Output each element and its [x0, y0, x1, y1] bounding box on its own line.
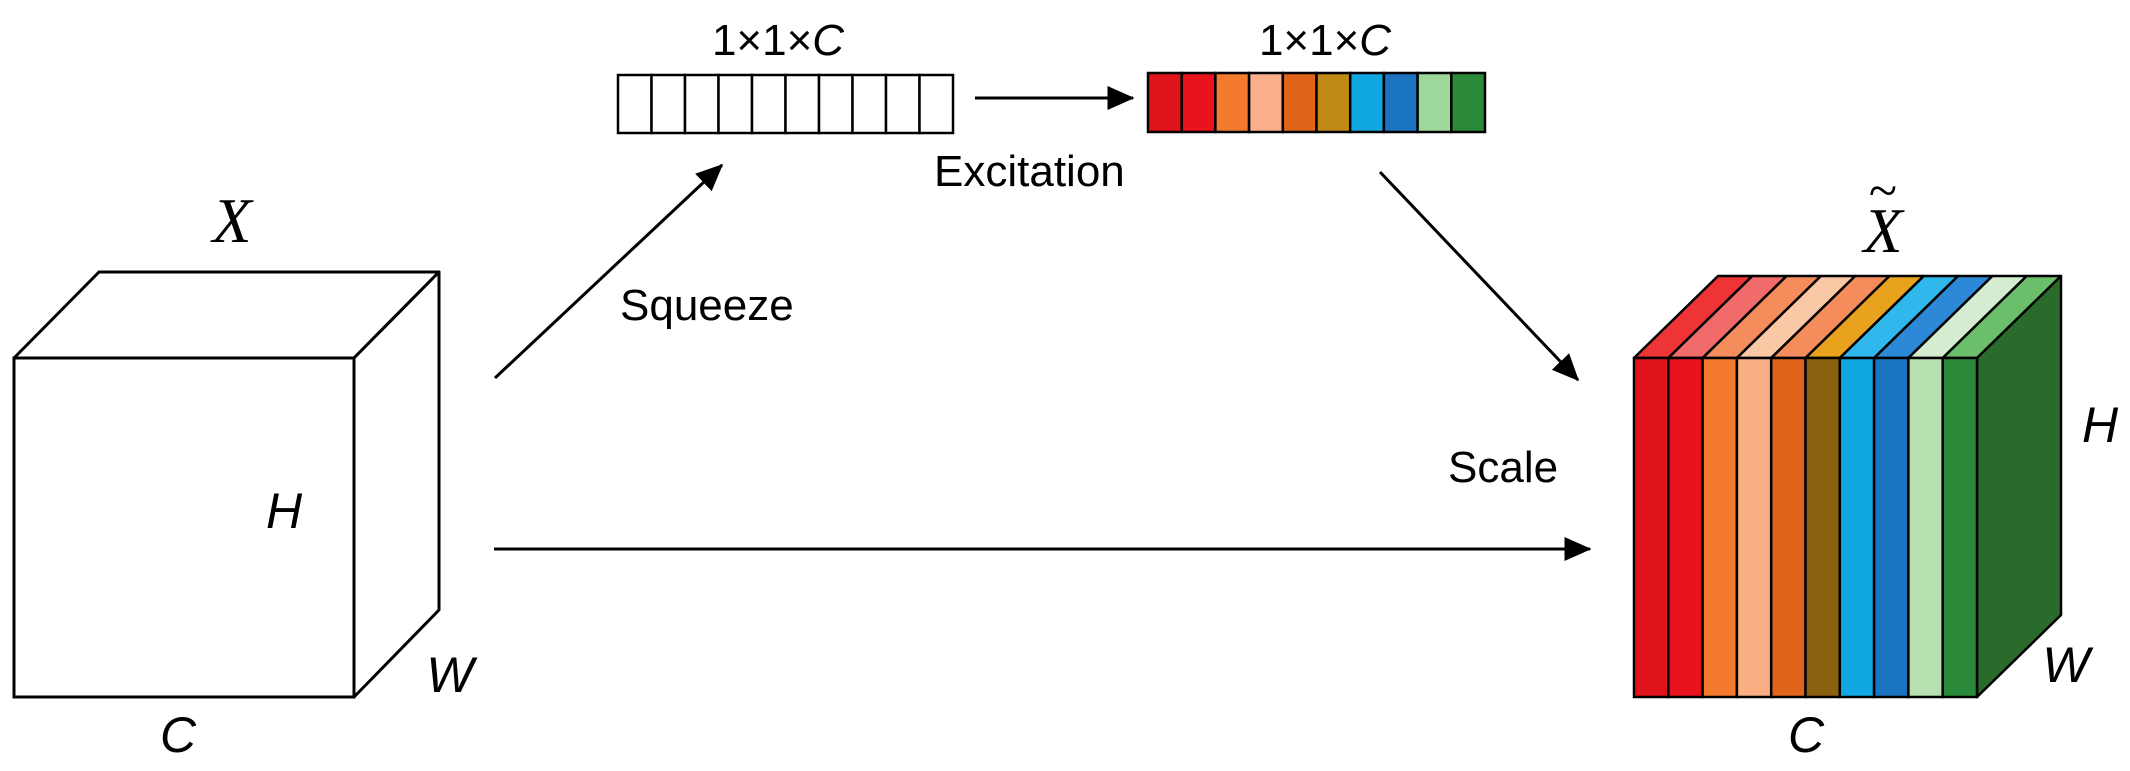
output-cube-front-slice [1838, 356, 1876, 699]
squeeze-vector-label-c: C [812, 16, 845, 65]
squeeze-vector-cell [750, 73, 787, 135]
excitation-vector-cell [1214, 71, 1251, 134]
squeeze-vector-label-prefix: 1×1× [712, 16, 812, 65]
output-cube-front-slice [1907, 356, 1944, 699]
squeeze-label: Squeeze [620, 281, 794, 330]
input-cube-front-face [12, 356, 356, 699]
squeeze-vector-cell [817, 73, 854, 135]
scale-label: Scale [1448, 443, 1558, 492]
squeeze-vector-cell [717, 73, 754, 135]
output-dim-w: W [2042, 637, 2094, 693]
excitation-vector [1146, 71, 1487, 134]
excitation-vector-label-prefix: 1×1× [1259, 16, 1359, 65]
squeeze-vector-cell [884, 73, 921, 135]
input-dim-c: C [160, 707, 197, 763]
output-tilde: ~ [1869, 163, 1897, 220]
input-cube [12, 270, 441, 699]
output-cube-front-slice [1701, 356, 1739, 699]
excitation-vector-label: 1×1×C [1259, 16, 1392, 65]
output-cube-front-slice [1632, 356, 1670, 699]
output-dim-h: H [2082, 397, 2119, 453]
excitation-label: Excitation [934, 147, 1125, 196]
excitation-vector-cell [1416, 71, 1453, 134]
excitation-vector-cell [1450, 71, 1487, 134]
scale-arrow [1378, 170, 1580, 382]
output-cube-front-slice [1735, 356, 1773, 699]
output-symbol: X [1860, 195, 1905, 266]
output-cube-front-slice [1769, 356, 1807, 699]
squeeze-vector-cell [683, 73, 720, 135]
squeeze-vector-cell [784, 73, 821, 135]
excitation-vector-cell [1180, 71, 1217, 134]
input-dim-h: H [266, 483, 303, 539]
squeeze-arrow [493, 163, 724, 380]
excitation-vector-cell [1281, 71, 1318, 134]
input-dim-w: W [426, 647, 478, 703]
output-cube-front-slice [1667, 356, 1704, 699]
excitation-vector-label-c: C [1359, 16, 1392, 65]
squeeze-vector-cell [616, 73, 653, 135]
excitation-vector-cell [1348, 71, 1386, 134]
excitation-vector-cell [1382, 71, 1419, 134]
excitation-vector-cell [1146, 71, 1183, 134]
output-cube-front-slice [1804, 356, 1842, 699]
squeeze-vector-label: 1×1×C [712, 16, 845, 65]
excitation-vector-cell [1315, 71, 1352, 134]
output-cube-front-slice [1941, 356, 1979, 699]
output-cube [1632, 274, 2063, 699]
output-dim-c: C [1788, 707, 1825, 763]
excitation-vector-cell [1247, 71, 1285, 134]
squeeze-vector [616, 73, 955, 135]
squeeze-vector-cell [918, 73, 955, 135]
output-cube-front-slice [1872, 356, 1910, 699]
input-symbol: X [209, 185, 254, 256]
squeeze-vector-cell [650, 73, 687, 135]
squeeze-vector-cell [851, 73, 888, 135]
